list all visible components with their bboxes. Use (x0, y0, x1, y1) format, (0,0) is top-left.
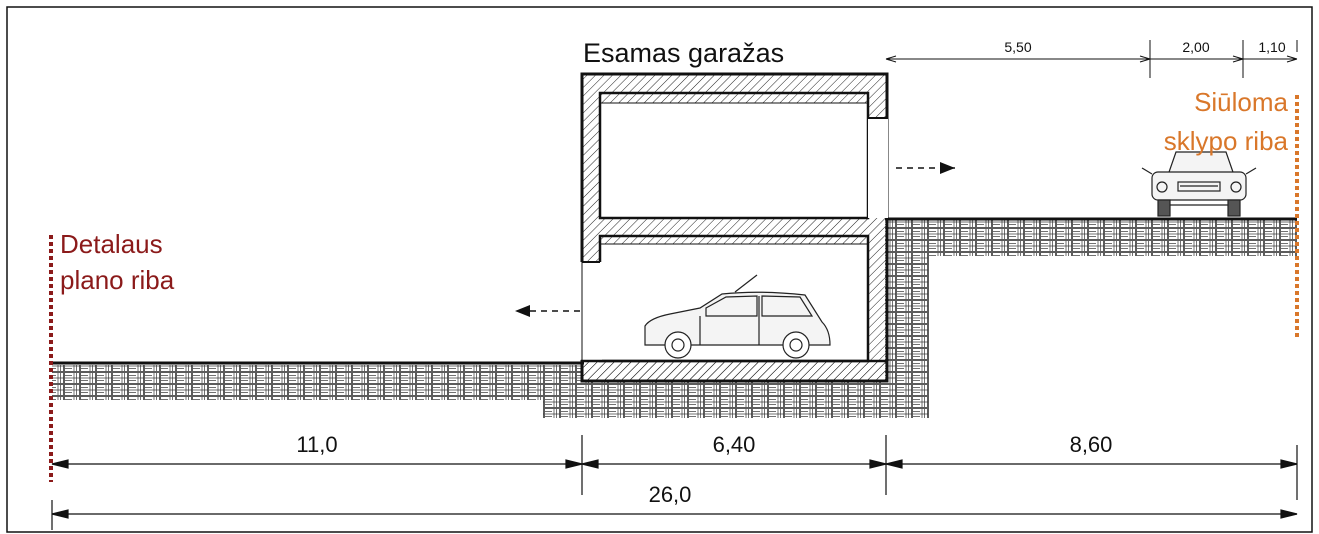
left-boundary-label-line1: Detalaus (60, 229, 163, 259)
bottom-dim-2: 6,40 (713, 432, 756, 457)
top-dimension (885, 40, 1298, 78)
drawing-frame (6, 6, 1313, 533)
bottom-dim-total: 26,0 (649, 482, 692, 507)
bottom-dim-3: 8,60 (1070, 432, 1113, 457)
right-boundary-label-line2: sklypo riba (1164, 126, 1289, 156)
ground-soil (52, 217, 1297, 418)
left-boundary-label-line2: plano riba (60, 265, 175, 295)
bottom-dim-1: 11,0 (296, 432, 337, 457)
car-front-icon (1141, 151, 1257, 217)
right-boundary-label-line1: Siūloma (1194, 87, 1288, 117)
top-dim-2: 2,00 (1182, 39, 1209, 55)
bottom-dimension (51, 435, 1298, 530)
top-dim-1: 5,50 (1004, 39, 1031, 55)
car-side-icon (644, 274, 831, 359)
drawing-title: Esamas garažas (583, 38, 784, 68)
top-dim-3: 1,10 (1258, 39, 1285, 55)
